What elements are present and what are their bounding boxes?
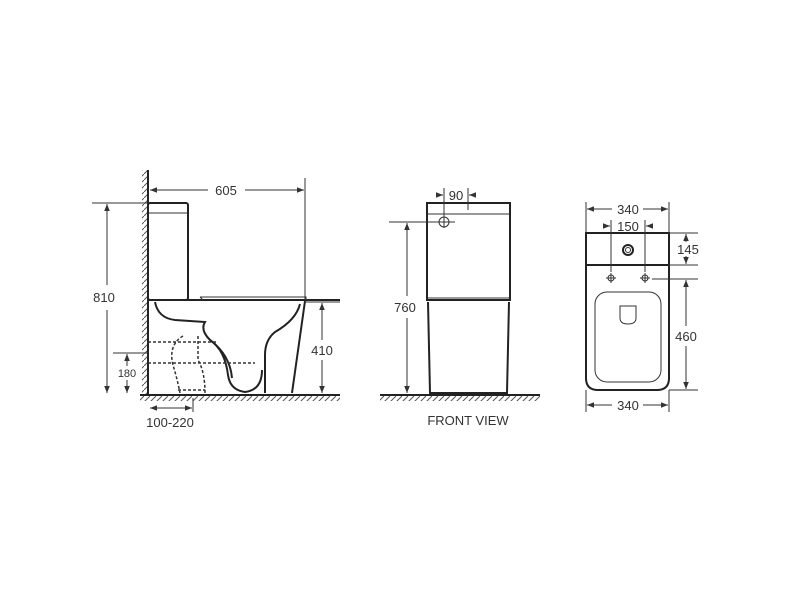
total-height-dimension: 810	[93, 290, 115, 305]
side-view: 605 810 410 180 100-220	[92, 170, 340, 430]
cistern-front	[426, 202, 511, 301]
seat-height-dimension: 410	[311, 343, 333, 358]
tank-depth-dimension: 145	[677, 242, 699, 257]
bowl-opening	[594, 291, 662, 383]
cistern-side	[147, 202, 189, 301]
top-view: 340 150 145 460 340	[585, 202, 699, 413]
front-view: 90 760 FRONT VIEW	[380, 188, 540, 428]
inlet-height-dimension: 180	[118, 368, 136, 380]
outlet-distance-dimension: 100-220	[146, 415, 194, 430]
bowl-depth-dimension: 460	[675, 329, 697, 344]
bowl-front	[427, 301, 510, 394]
inlet-height-dimension: 760	[394, 300, 416, 315]
bowl-outer	[291, 300, 306, 394]
floor-hatch	[140, 395, 340, 401]
fixing-holes	[606, 273, 650, 283]
drain-outline	[619, 305, 637, 325]
inlet-offset-dimension: 90	[449, 188, 463, 203]
flush-button	[622, 244, 634, 256]
width-bottom-dimension: 340	[617, 398, 639, 413]
width-top-dimension: 340	[617, 202, 639, 217]
front-view-title: FRONT VIEW	[427, 413, 509, 428]
hole-spacing-dimension: 150	[617, 219, 639, 234]
wall-hatch	[142, 170, 148, 395]
depth-dimension: 605	[215, 183, 237, 198]
toilet-outline-top	[585, 232, 670, 391]
